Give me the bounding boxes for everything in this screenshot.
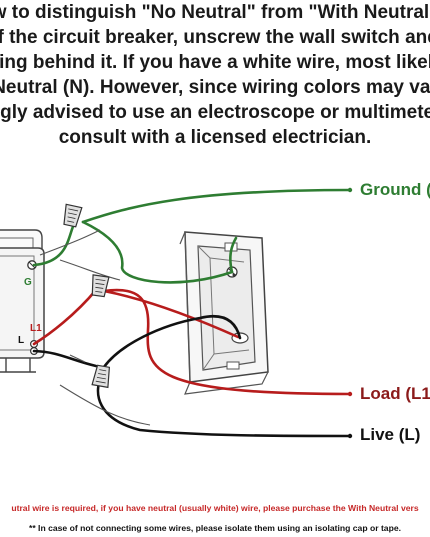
switch-body	[0, 247, 45, 359]
intro-line-1: w to distinguish "No Neutral" from "With…	[0, 2, 430, 23]
sheathing-lines	[39, 229, 151, 426]
ground-terminal-label: G	[24, 277, 32, 288]
load-wire-label: Load (L1	[360, 384, 430, 403]
wall-box-inner	[197, 245, 256, 371]
load-label-dot	[347, 391, 353, 397]
live-wire-nut	[91, 364, 111, 389]
intro-text: w to distinguish "No Neutral" from "With…	[0, 0, 430, 150]
live-wire-label: Live (L)	[360, 425, 421, 444]
live-label-dot	[347, 433, 353, 439]
bottom-mounting-tab	[226, 361, 240, 370]
ground-wire-label: Ground (	[360, 180, 430, 199]
neutral-requirement-note: utral wire is required, if you have neut…	[11, 503, 419, 513]
intro-line-3: iring behind it. If you have a white wir…	[0, 52, 430, 73]
wall-switch	[0, 229, 45, 373]
l-terminal-label: L	[18, 335, 24, 346]
wall-box	[179, 231, 269, 395]
switch-body-face	[0, 255, 35, 351]
load-wire	[32, 288, 352, 396]
live-wire	[32, 315, 352, 438]
intro-line-2: ff the circuit breaker, unscrew the wall…	[0, 27, 430, 48]
isolation-note: ** In case of not connecting some wires,…	[28, 523, 401, 533]
wall-box-rim	[179, 231, 269, 395]
intro-line-5: ngly advised to use an electroscope or m…	[0, 102, 430, 123]
load-wire-nut	[91, 274, 110, 298]
wiring-diagram: G L1 L	[0, 187, 353, 439]
box-ground-screw-lower	[232, 273, 236, 277]
l1-terminal-label: L1	[30, 323, 42, 334]
wall-box-depth	[197, 245, 215, 371]
intro-line-6: consult with a licensed electrician.	[58, 127, 372, 148]
intro-line-4: Neutral (N). However, since wiring color…	[0, 77, 430, 98]
ground-wire-nut	[63, 203, 83, 228]
ground-label-dot	[347, 187, 353, 193]
